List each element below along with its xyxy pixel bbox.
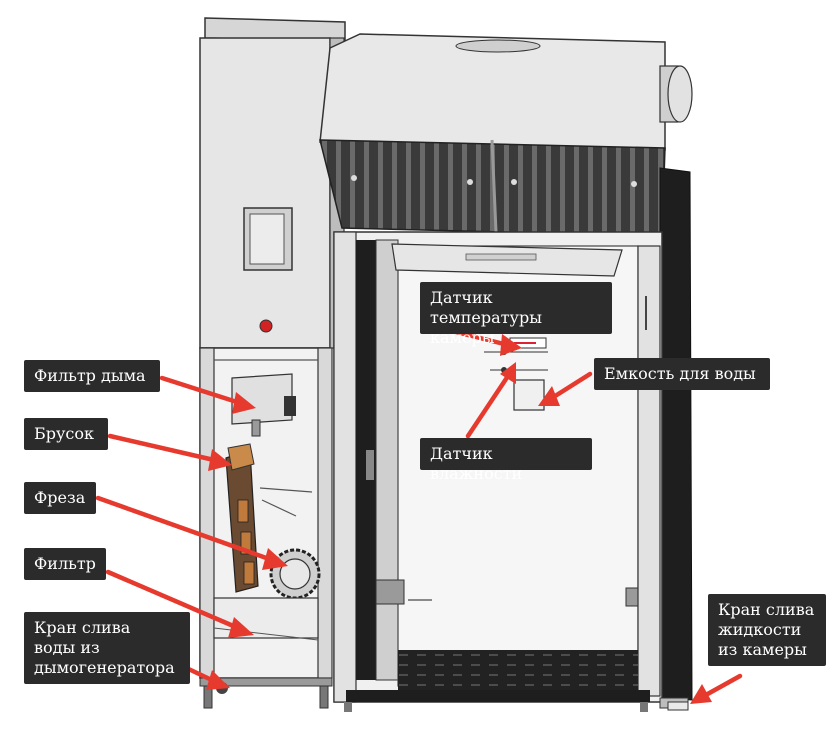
label-cutter: Фреза — [24, 482, 96, 514]
label-smoke-filter: Фильтр дыма — [24, 360, 160, 392]
label-filter: Фильтр — [24, 548, 106, 580]
arrow-chamber-drain — [701, 673, 743, 699]
chamber-floor — [398, 650, 638, 690]
label-chamber-drain-valve: Кран слива жидкости из камеры — [708, 594, 826, 666]
chamber-hood — [319, 33, 693, 237]
label-humidity-sensor: Датчик влажности — [420, 438, 592, 483]
filter-part — [213, 597, 319, 639]
arrow-smoke-filter — [159, 375, 243, 406]
smoke-generator-housing — [199, 17, 346, 709]
arrow-humidity-sensor — [465, 373, 511, 439]
smoke-filter-part — [231, 373, 293, 425]
label-block: Брусок — [24, 418, 108, 450]
label-temperature-sensor: Датчик температуры камеры — [420, 282, 612, 347]
arrow-water-tank — [549, 371, 593, 401]
emergency-button — [259, 319, 273, 333]
arrow-filter — [105, 569, 241, 631]
label-smoke-drain-valve: Кран слива воды из дымогенератора — [24, 612, 190, 684]
label-water-tank: Емкость для воды — [594, 358, 770, 390]
arrow-cutter — [95, 495, 275, 563]
arrows — [95, 327, 743, 704]
arrow-block — [107, 433, 217, 463]
